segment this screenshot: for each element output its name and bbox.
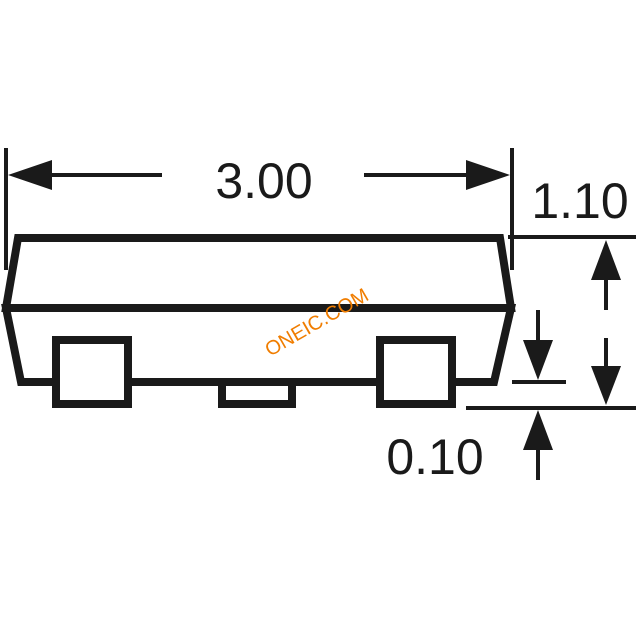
standoff-dimension-label: 0.10 xyxy=(386,429,483,485)
right-lead xyxy=(376,336,456,408)
height-arrowhead-top xyxy=(591,240,621,280)
height-dimension xyxy=(466,235,636,410)
height-dimension-label: 1.10 xyxy=(531,173,628,229)
standoff-arrowhead-top xyxy=(523,340,553,380)
width-arrowhead-right xyxy=(466,160,510,190)
height-arrowhead-bottom xyxy=(591,366,621,405)
width-dimension-label: 3.00 xyxy=(215,153,312,209)
center-lead xyxy=(218,378,296,408)
standoff-arrowhead-bottom xyxy=(523,410,553,450)
standoff-dimension xyxy=(512,310,566,480)
watermark: ONEIC.COM xyxy=(261,284,372,361)
width-dimension xyxy=(4,148,514,270)
left-lead xyxy=(52,336,132,408)
package-lower-body xyxy=(1,304,517,386)
width-arrowhead-left xyxy=(8,160,52,190)
package-leads xyxy=(52,336,456,408)
package-body xyxy=(1,234,517,386)
package-top-bevel xyxy=(1,234,516,312)
